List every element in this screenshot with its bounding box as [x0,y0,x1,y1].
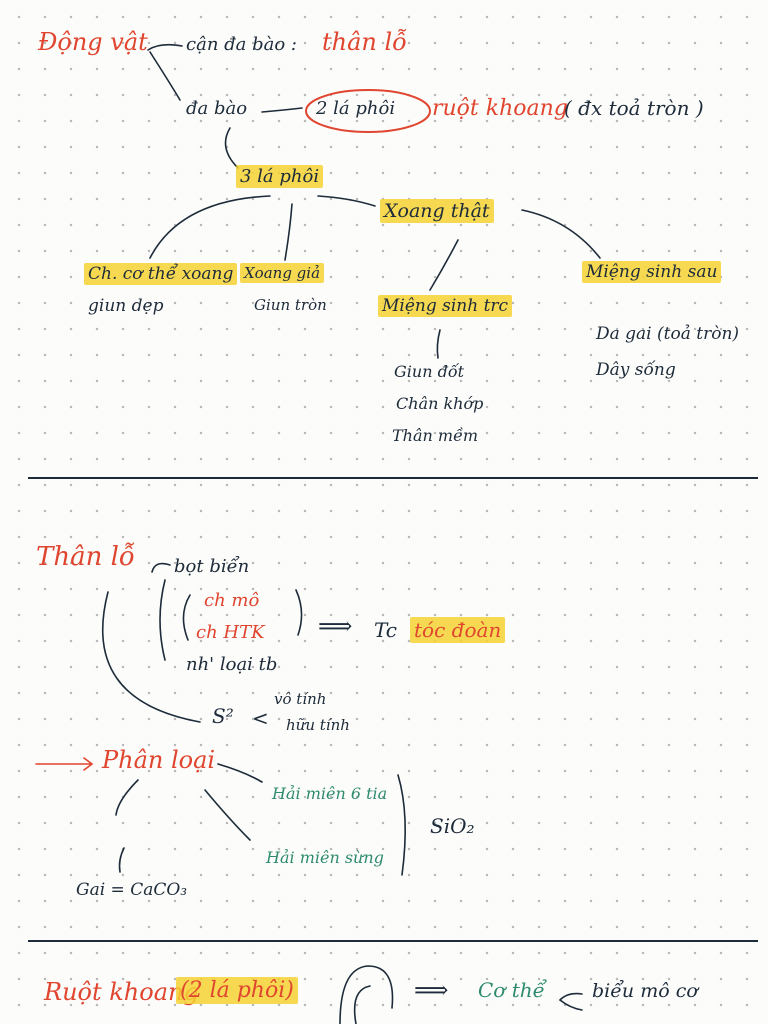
line-phanloai-mid [204,789,251,841]
line-3lp-left [149,195,271,259]
arrow-phanloai [35,757,94,771]
label-dx-toa-tron: ( đx toả tròn ) [564,96,704,120]
brace-sio2 [397,774,406,876]
label-nhieu-loai-tb: nh' loại tb [186,654,278,675]
title-dong-vat: Động vật [38,28,148,56]
arch-shape [339,965,394,1024]
line-dabao-2lp [261,107,303,113]
label-s2: S² [212,704,234,728]
bracket-bieumo [558,992,583,1011]
label-phan-loai: Phân loại [102,746,216,774]
label-2-la-phoi: 2 lá phôi [316,98,396,119]
line-phanloai-left [115,779,139,816]
line-phanloai-right [217,763,263,783]
title-ruot-khoang: Ruột khoang [44,978,199,1006]
line-hm-gai [118,847,125,873]
line-dongvat-dabao [149,51,181,101]
divider-1 [28,477,758,479]
label-xoang-gia: Xoang giả [240,263,325,283]
label-than-lo: thân lỗ [322,28,407,56]
divider-2 [28,940,758,942]
brace-mo-htk [182,594,191,641]
line-xt-left [429,239,459,291]
brace-right [295,589,303,636]
label-ch-htk: ch HTK [196,622,265,643]
label-da-gai: Da gai (toả tròn) [596,324,740,344]
label-day-song: Dây sống [596,360,676,380]
label-hai-mien-sung: Hải miên sừng [266,848,384,867]
label-2-la-phoi-s3: (2 lá phôi) [176,977,298,1004]
label-mieng-sinh-truoc: Miệng sinh trc [378,295,513,317]
label-than-mem: Thân mềm [392,426,479,445]
label-da-bao: đa bào [186,98,248,119]
arrow-left: < [252,706,269,730]
label-giun-tron: Giun tròn [254,296,327,314]
label-huu-tinh: hữu tính [286,716,350,734]
label-bot-bien: bọt biển [174,556,250,577]
line-xt-right [521,209,601,259]
label-vo-tinh: vô tính [274,690,327,708]
circle-2-la-phoi [305,89,431,133]
label-ruot-khoang: ruột khoang [432,96,568,121]
label-ch-co-the-xoang: Ch. cơ thể xoang [84,263,238,285]
arrow-implies: ⟹ [318,612,353,640]
label-mieng-sinh-sau: Miệng sinh sau [582,261,722,283]
label-co-the: Cơ thể [478,978,545,1002]
arrow-implies-s3: ⟹ [414,976,449,1004]
line-mst-down [436,329,441,359]
label-chan-khop: Chân khớp [396,394,484,413]
label-3-la-phoi: 3 lá phôi [236,165,324,188]
line-3lp-mid [284,203,293,261]
brace-thanlo [151,562,171,661]
label-toc-doan: tóc đoàn [410,617,506,643]
label-bieu-mo-co: biểu mô cơ [592,980,698,1002]
label-giun-dep: giun dẹp [88,296,164,316]
label-gai-caco3: Gai = CaCO₃ [76,880,188,900]
curve-to-s2 [101,591,201,723]
line-dongvat-cando [147,43,183,51]
label-sio2: SiO₂ [430,814,475,838]
label-ch-mo: ch mô [204,590,260,611]
line-3lp-right [317,195,376,207]
label-tc: Tc [374,618,397,642]
label-giun-dot: Giun đốt [394,362,465,381]
line-dabao-3lp [224,127,239,169]
label-xoang-that: Xoang thật [380,199,494,223]
title-than-lo: Thân lỗ [36,542,135,572]
label-can-da-bao: cận đa bào : [186,34,297,55]
label-hai-mien-6-tia: Hải miên 6 tia [272,784,388,803]
